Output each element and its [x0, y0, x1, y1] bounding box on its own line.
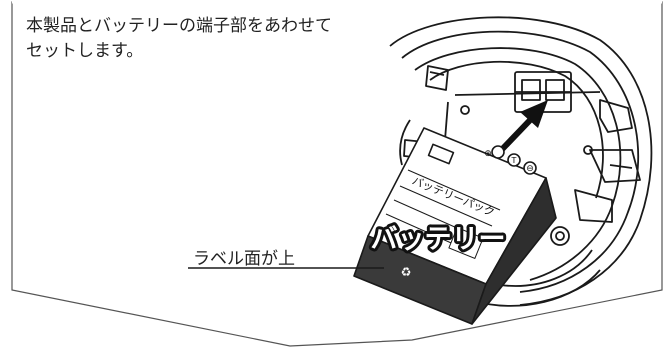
- label-side-up-callout: ラベル面が上: [193, 249, 295, 269]
- terminal-minus-mark: ⊖: [526, 164, 534, 174]
- terminal-plus-mark: ⊕: [484, 149, 492, 159]
- recycle-icon: ♻: [401, 265, 412, 279]
- battery-callout: バッテリー: [371, 224, 506, 255]
- instruction-line-1: 本製品とバッテリーの端子部をあわせて: [26, 16, 332, 36]
- instruction-text: 本製品とバッテリーの端子部をあわせて セットします。: [26, 14, 426, 64]
- device-housing: [389, 16, 653, 307]
- battery-pack: [353, 127, 557, 325]
- terminal-t-mark: T: [511, 156, 517, 165]
- instruction-line-2: セットします。: [26, 41, 144, 61]
